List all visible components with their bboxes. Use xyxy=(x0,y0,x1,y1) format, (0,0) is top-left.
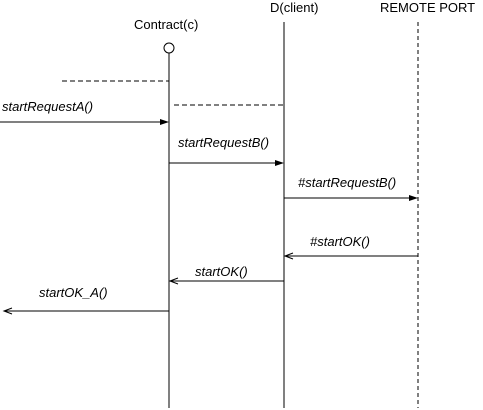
arrowhead-hash-start-ok xyxy=(283,252,294,260)
arrowhead-start-request-b xyxy=(275,160,284,166)
lifeline-label-contract: Contract(c) xyxy=(134,17,199,32)
arrowhead-start-ok-a xyxy=(2,307,13,315)
message-label-start-ok: startOK() xyxy=(195,264,248,279)
message-label-hash-start-request-b: #startRequestB() xyxy=(298,175,397,190)
arrowhead-start-ok xyxy=(168,277,179,285)
lifeline-label-client: D(client) xyxy=(270,0,319,15)
arrowhead-hash-start-request-b xyxy=(409,195,418,201)
message-label-start-request-b: startRequestB() xyxy=(178,135,270,150)
arrowhead-start-request-a xyxy=(160,119,169,125)
lifeline-label-remote: REMOTE PORT xyxy=(380,0,476,15)
message-label-start-request-a: startRequestA() xyxy=(2,99,94,114)
message-label-hash-start-ok: #startOK() xyxy=(310,234,370,249)
contract-lifeline-head xyxy=(163,42,175,54)
message-label-start-ok-a: startOK_A() xyxy=(39,285,108,300)
